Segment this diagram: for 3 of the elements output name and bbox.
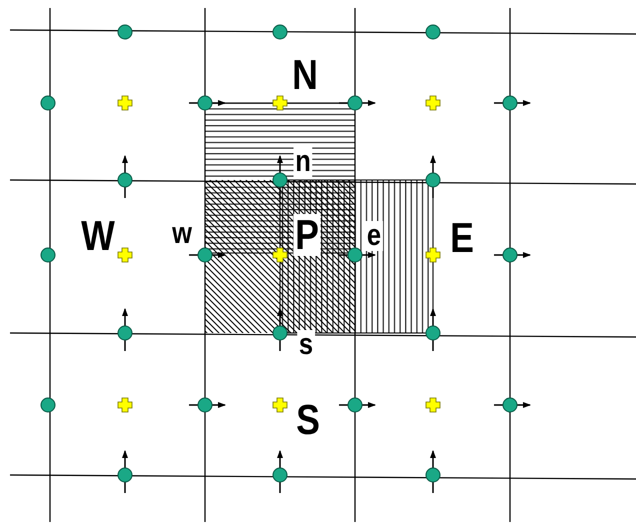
face-label: e bbox=[365, 221, 383, 251]
face-label: n bbox=[294, 147, 312, 177]
grid-point-label: P bbox=[293, 214, 321, 256]
